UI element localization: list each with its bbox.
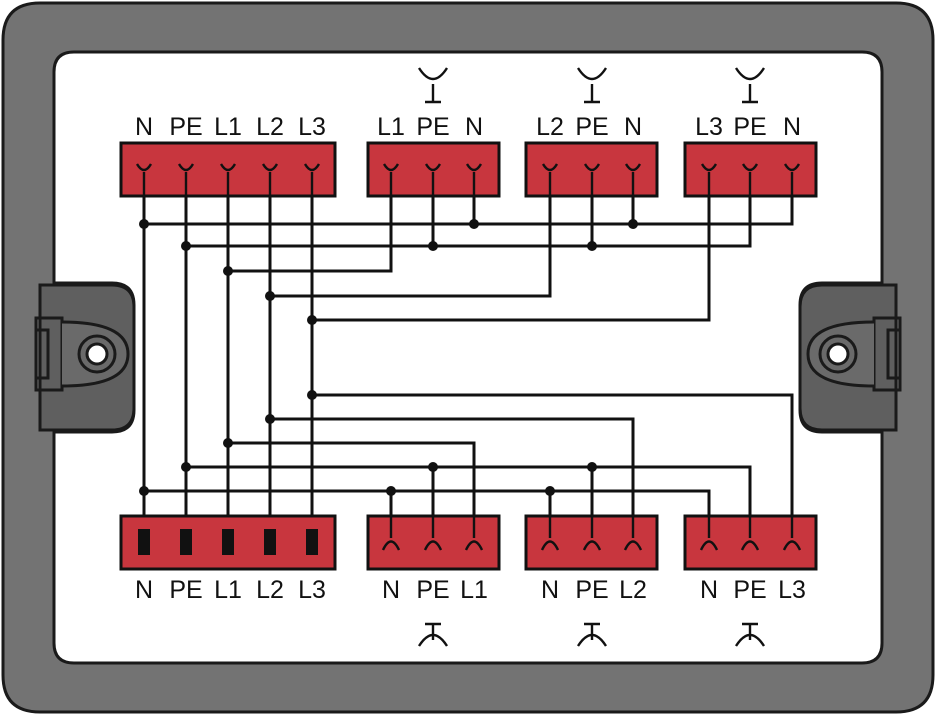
label-top-out2-l2: L2 [536,113,564,141]
label-top-out3-l3: L3 [695,113,723,141]
wire-l2-bottom [270,417,635,516]
wires-top [144,196,794,322]
label-bottom-out1-l1: L1 [460,576,488,604]
label-top-input-n: N [135,113,153,141]
label-bottom-input-pe: PE [169,576,202,604]
terminal-contacts [135,163,802,555]
label-top-out2-pe: PE [575,113,608,141]
plug-icon [576,67,608,104]
label-top-out1-n: N [465,113,483,141]
label-bottom-input-n: N [135,576,153,604]
label-bottom-out2-n: N [541,576,559,604]
socket-icon [417,622,449,647]
label-top-input-l1: L1 [214,113,242,141]
left-mounting-screw-icon [34,316,130,392]
wire-pe-bottom [186,465,752,516]
top-labels: N PE L1 L2 L3 L1 PE N L2 PE N L3 PE N [135,113,801,141]
wire-n-top [144,196,794,226]
right-mounting-screw-icon [806,316,902,392]
label-top-input-l3: L3 [298,113,326,141]
top-out-contacts [382,163,801,196]
bottom-input-pins [138,529,318,555]
label-top-input-pe: PE [169,113,202,141]
label-top-out3-n: N [783,113,801,141]
label-bottom-input-l3: L3 [298,576,326,604]
label-bottom-out2-l2: L2 [619,576,647,604]
label-bottom-out3-n: N [700,576,718,604]
socket-icon [576,622,608,647]
label-top-input-l2: L2 [256,113,284,141]
label-top-out3-pe: PE [733,113,766,141]
top-input-contacts [135,163,321,196]
label-bottom-out3-pe: PE [733,576,766,604]
wire-n-bottom [144,489,711,516]
bottom-out-contacts [381,516,802,551]
wires-bottom [144,393,794,516]
label-bottom-out3-l3: L3 [778,576,806,604]
label-bottom-out1-n: N [382,576,400,604]
wire-l3-bottom [312,393,794,516]
label-bottom-input-l2: L2 [256,576,284,604]
label-bottom-input-l1: L1 [214,576,242,604]
socket-icon [734,622,766,647]
wire-pe-top [186,196,752,248]
label-top-out1-pe: PE [416,113,449,141]
wire-l3-top [312,196,711,322]
label-top-out1-l1: L1 [377,113,405,141]
bottom-socket-icons [417,622,766,647]
bottom-labels: N PE L1 L2 L3 N PE L1 N PE L2 N PE L3 [135,576,806,604]
label-bottom-out2-pe: PE [575,576,608,604]
plug-icon [417,67,449,104]
plug-icon [734,67,766,104]
label-bottom-out1-pe: PE [416,576,449,604]
label-top-out2-n: N [624,113,642,141]
junction-dots [139,219,638,496]
wire-l1-top [228,196,393,273]
wire-l2-top [270,196,552,298]
top-plug-icons [417,67,766,104]
inner-panel [52,50,884,665]
